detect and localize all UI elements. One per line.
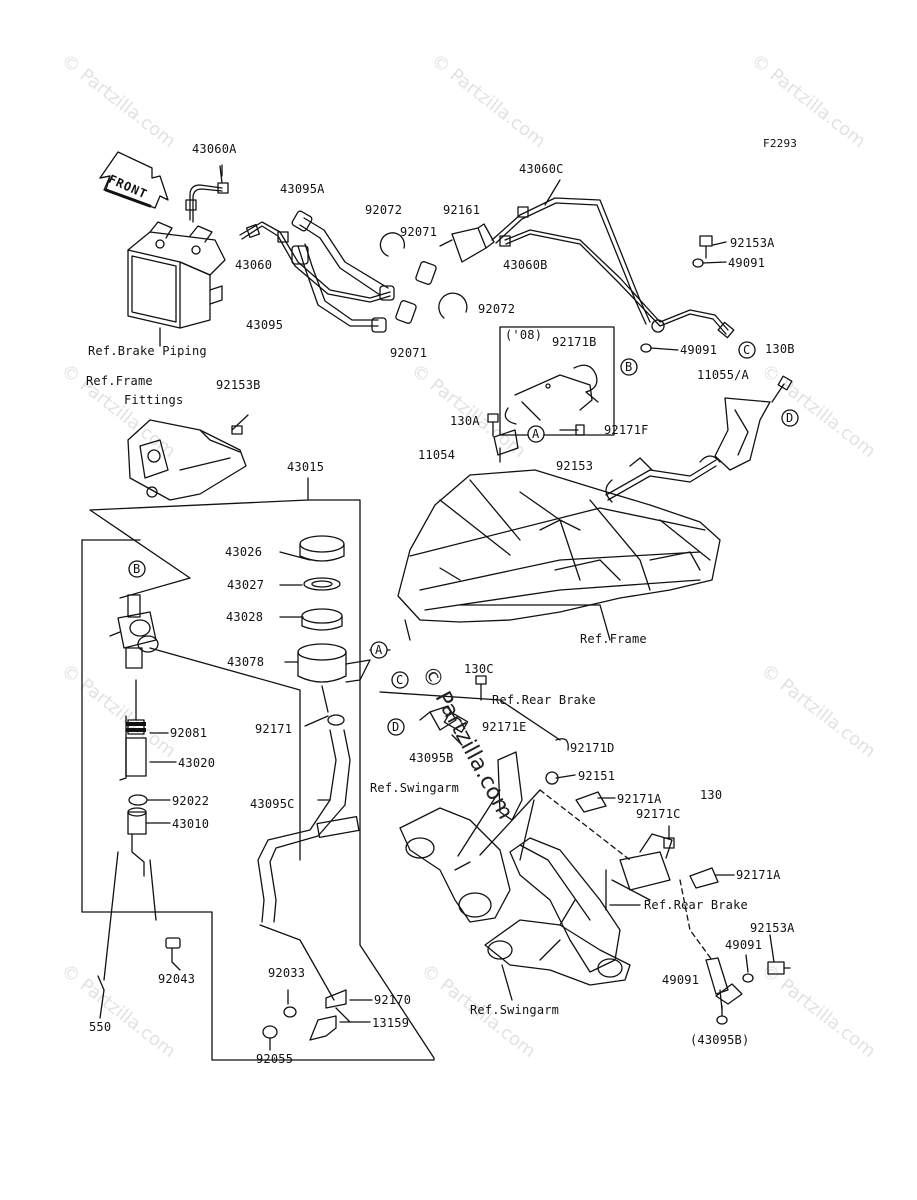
ref-label: Ref.Swingarm: [370, 781, 460, 795]
ref-label: Ref.Brake Piping: [88, 344, 207, 358]
master-cylinder-icon: [109, 594, 301, 861]
part-label: 43027: [227, 578, 265, 592]
frame-icon: [397, 469, 721, 641]
part-label: 92072: [478, 302, 516, 316]
part-label: 92151: [578, 769, 616, 783]
part-label: 92153A: [750, 921, 795, 935]
callout-c: C: [396, 673, 404, 687]
swingarm-icon: [399, 789, 541, 923]
part-label: 43010: [172, 817, 210, 831]
part-label: 43095: [246, 318, 284, 332]
part-label: 92170: [374, 993, 412, 1007]
part-label: 43060A: [192, 142, 237, 156]
part-label: 92171A: [736, 868, 781, 882]
part-label: 92071: [400, 225, 438, 239]
ref-label: Ref.Rear Brake: [492, 693, 596, 707]
part-label: 11054: [418, 448, 456, 462]
part-label: 43060B: [503, 258, 548, 272]
callout-b: B: [133, 562, 141, 576]
part-label: 43060C: [519, 162, 564, 176]
callout-d: D: [392, 720, 400, 734]
part-label: 130B: [765, 342, 795, 356]
part-label: 43026: [225, 545, 263, 559]
part-label: 92022: [172, 794, 210, 808]
part-label: 92153A: [730, 236, 775, 250]
abs-unit-icon: [127, 221, 226, 341]
figure-code: F2293: [763, 137, 798, 150]
part-label: 92161: [443, 203, 481, 217]
part-label: 130C: [464, 662, 494, 676]
callout-c: C: [743, 343, 751, 357]
part-label: 92171B: [552, 335, 597, 349]
part-label: 49091: [725, 938, 763, 952]
part-label: 49091: [662, 973, 700, 987]
part-label: 92153: [556, 459, 594, 473]
part-label: 49091: [680, 343, 718, 357]
part-label: 92171C: [636, 807, 681, 821]
part-label: 550: [89, 1020, 112, 1034]
part-label: 92171E: [482, 720, 527, 734]
part-label: 92033: [268, 966, 306, 980]
part-label: 92171A: [617, 792, 662, 806]
callout-a: A: [375, 643, 383, 657]
reservoir-icon: [297, 535, 391, 726]
frame-fitting-icon: [127, 414, 249, 501]
front-arrow-icon: [99, 151, 169, 209]
part-label: 43028: [226, 610, 264, 624]
callout-a: A: [532, 427, 540, 441]
ref-label: Fittings: [124, 393, 184, 407]
part-label: 43060: [235, 258, 273, 272]
ref-label: Ref.Frame: [580, 632, 647, 646]
part-label: 92171: [255, 722, 293, 736]
part-label: 13159: [372, 1016, 410, 1030]
callout-d: D: [786, 411, 794, 425]
part-label: 92153B: [216, 378, 261, 392]
part-label: 130A: [450, 414, 480, 428]
year-note: ('08): [505, 328, 543, 342]
part-label: 43015: [287, 460, 325, 474]
part-label: 92072: [365, 203, 403, 217]
part-label: 43020: [178, 756, 216, 770]
part-label: 11055/A: [697, 368, 749, 382]
part-label: 43078: [227, 655, 265, 669]
part-label: 92055: [256, 1052, 294, 1066]
part-label: 49091: [728, 256, 766, 270]
swingarm-lower-icon: [484, 837, 631, 986]
callout-b: B: [625, 360, 633, 374]
part-label: 43095C: [250, 797, 295, 811]
ref-label: Ref.Rear Brake: [644, 898, 748, 912]
part-label: 43095A: [280, 182, 325, 196]
part-label: 43095B: [409, 751, 454, 765]
ref-label: Ref.Swingarm: [470, 1003, 560, 1017]
part-label: 92171D: [570, 741, 615, 755]
part-label: 92171F: [604, 423, 649, 437]
ref-label: Ref.Frame: [86, 374, 153, 388]
part-label: 92071: [390, 346, 428, 360]
part-label: 92043: [158, 972, 196, 986]
part-label: 92081: [170, 726, 208, 740]
part-label: 130: [700, 788, 723, 802]
part-label: (43095B): [690, 1033, 750, 1047]
